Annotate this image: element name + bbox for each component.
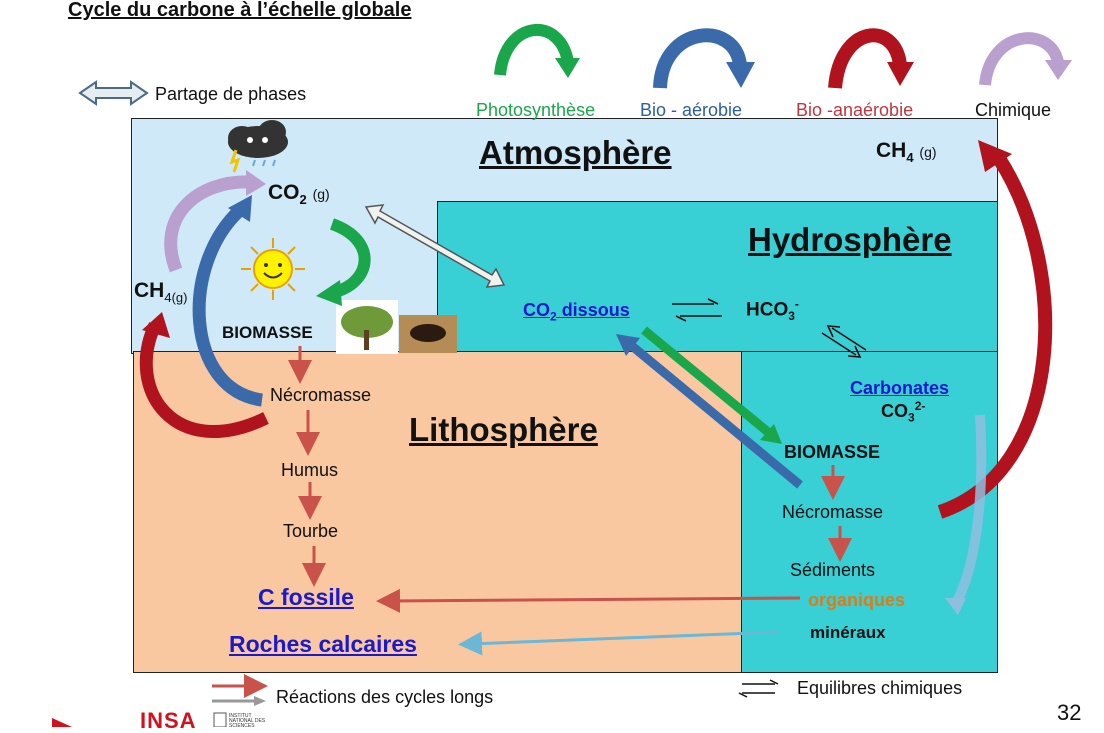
c-fossile-link[interactable]: C fossile — [258, 584, 354, 610]
storm-cloud-icon — [228, 120, 288, 173]
bio-aerobic-legend-label: Bio - aérobie — [640, 100, 743, 120]
chemical-legend-arrow — [979, 32, 1072, 86]
long-cycle-arrows-water — [821, 465, 852, 562]
humus-label: Humus — [281, 460, 339, 480]
long-cycles-legend-label: Réactions des cycles longs — [276, 687, 494, 707]
page-title: Cycle du carbone à l’échelle globale — [68, 0, 412, 21]
bio-aerobic-arrow-land — [192, 205, 264, 407]
mineraux-label: minéraux — [810, 623, 886, 642]
photosynthesis-legend-label: Photosynthèse — [476, 100, 596, 120]
bio-anaerobic-arrow-land — [139, 322, 269, 438]
ch4-atmosphere: CH4 (g) — [876, 139, 937, 166]
tourbe-label: Tourbe — [283, 521, 339, 541]
organiques-label: organiques — [808, 590, 906, 610]
equilibrium-legend-arrow — [738, 679, 779, 698]
co2-exchange-arrow — [364, 204, 506, 288]
chemical-arrow-ch4-co2 — [164, 175, 251, 273]
necromasse-land: Nécromasse — [270, 385, 372, 405]
tree-icon — [336, 300, 398, 354]
chem-equilibria-legend-label: Equilibres chimiques — [797, 678, 963, 698]
phase-sharing-legend-arrow — [78, 80, 149, 106]
biomasse-land: BIOMASSE — [222, 323, 313, 342]
chemical-legend-label: Chimique — [975, 100, 1052, 120]
bio-aerobic-arrow-water — [629, 342, 803, 489]
lithosphere-title: Lithosphère — [409, 411, 598, 448]
carbonate-sediment-arrow — [950, 414, 987, 608]
page-number: 32 — [1057, 700, 1082, 725]
sediments-label: Sédiments — [790, 560, 876, 580]
atmosphere-title: Atmosphère — [479, 134, 672, 171]
photosynthesis-arrow-water — [641, 326, 771, 436]
animal-icon — [399, 315, 457, 353]
long-cycle-arrows-land — [288, 346, 326, 587]
photosynthesis-arrow — [329, 218, 371, 298]
co3-label: CO32- — [881, 399, 926, 425]
equilibrium-arrow-co2-hco3 — [672, 298, 722, 322]
roches-calcaires-link[interactable]: Roches calcaires — [229, 631, 417, 657]
co2-gas: CO2 (g) — [268, 181, 330, 208]
carbonates-link[interactable]: Carbonates — [850, 378, 950, 398]
hydrosphere-title: Hydrosphère — [748, 221, 952, 258]
equilibrium-arrow-hco3-carbonates — [821, 325, 867, 358]
bio-anaerobic-legend-label: Bio -anaérobie — [796, 100, 914, 120]
photosynthesis-legend-arrow — [494, 23, 580, 78]
ch4-land: CH4(g) — [134, 279, 188, 306]
mineral-to-limestone-arrow — [458, 630, 779, 656]
bio-anaerobic-legend-arrow — [828, 28, 914, 89]
bio-aerobic-legend-arrow — [653, 28, 755, 89]
insa-logo-small-text: INSTITUT NATIONAL DES SCIENCES — [229, 713, 266, 729]
insa-logo — [52, 712, 227, 727]
hydrosphere-upper-zone — [437, 201, 998, 353]
hco3-label: HCO3- — [746, 297, 799, 324]
bio-anaerobic-arrow-water — [937, 156, 1053, 519]
sun-icon — [241, 238, 305, 300]
insa-logo-text: INSA — [140, 708, 197, 733]
biomasse-water: BIOMASSE — [784, 442, 881, 462]
co2-dissous-link[interactable]: CO2 dissous — [523, 300, 630, 324]
necromasse-water: Nécromasse — [782, 502, 884, 522]
organic-to-fossil-arrow — [376, 588, 801, 613]
phase-sharing-label: Partage de phases — [155, 84, 307, 104]
